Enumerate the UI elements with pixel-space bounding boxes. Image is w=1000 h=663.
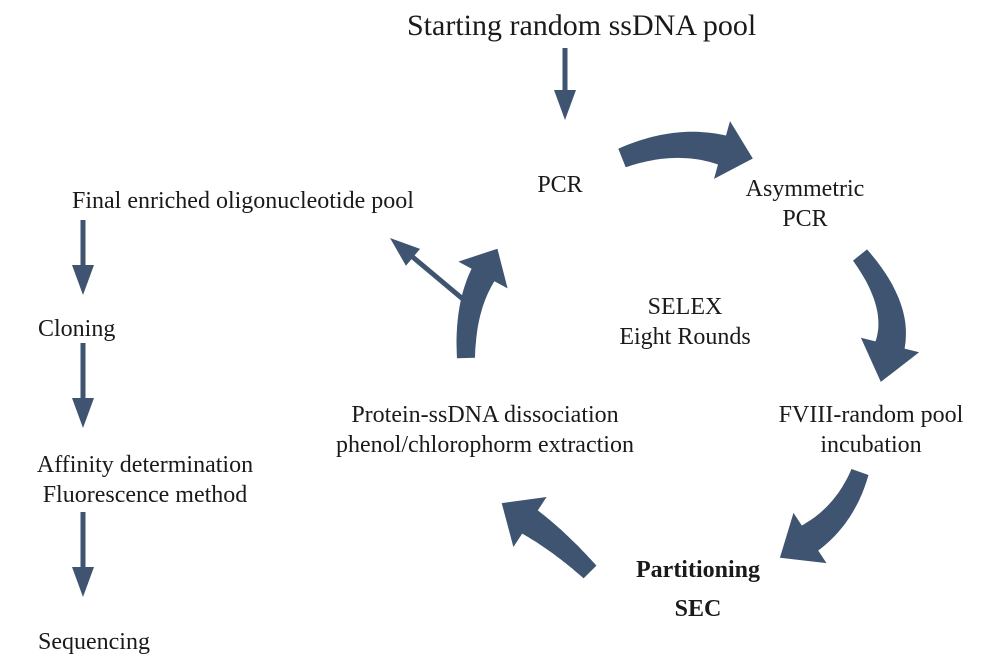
label-affinity-line1: Affinity determination [36,452,254,478]
label-incubation-line2: incubation [820,432,922,458]
label-cloning: Cloning [38,316,116,342]
arrow-cycle-to-final-pool-shaft [409,254,466,302]
arrow-affinity-to-sequencing-head [72,567,94,597]
arrow-incubation-to-partitioning [779,469,869,564]
arrow-dissociation-to-pcr [456,248,508,359]
label-affinity: Affinity determination Fluorescence meth… [5,450,285,510]
arrow-cycle-to-final-pool-head [390,238,421,266]
arrow-cloning-to-affinity-head [72,398,94,428]
arrow-partitioning-to-dissociation [501,497,597,579]
label-asymmetric-pcr-line1: Asymmetric [745,176,865,202]
arrow-start-to-pcr-head [554,90,576,120]
label-selex-line1: SELEX [647,294,723,320]
label-affinity-line2: Fluorescence method [42,482,248,508]
label-incubation-line1: FVIII-random pool [778,402,964,428]
label-selex-line2: Eight Rounds [619,324,751,350]
label-asymmetric-pcr-line2: PCR [782,206,828,232]
label-dissociation: Protein-ssDNA dissociation phenol/chloro… [300,400,670,460]
arrow-final-to-cloning-head [72,265,94,295]
label-partitioning: Partitioning [636,557,760,583]
label-pcr: PCR [537,172,583,198]
label-asymmetric-pcr: Asymmetric PCR [735,174,875,234]
label-sec: SEC [674,596,722,622]
label-dissociation-line1: Protein-ssDNA dissociation [351,402,619,428]
arrow-asymmetric-to-incubation [853,249,920,382]
arrow-pcr-to-asymmetric [618,121,753,179]
label-dissociation-line2: phenol/chlorophorm extraction [336,432,634,458]
label-sequencing: Sequencing [38,629,150,655]
label-final-pool: Final enriched oligonucleotide pool [72,188,414,214]
label-start-pool: Starting random ssDNA pool [407,9,757,42]
label-incubation: FVIII-random pool incubation [760,400,982,460]
label-selex: SELEX Eight Rounds [590,292,780,352]
